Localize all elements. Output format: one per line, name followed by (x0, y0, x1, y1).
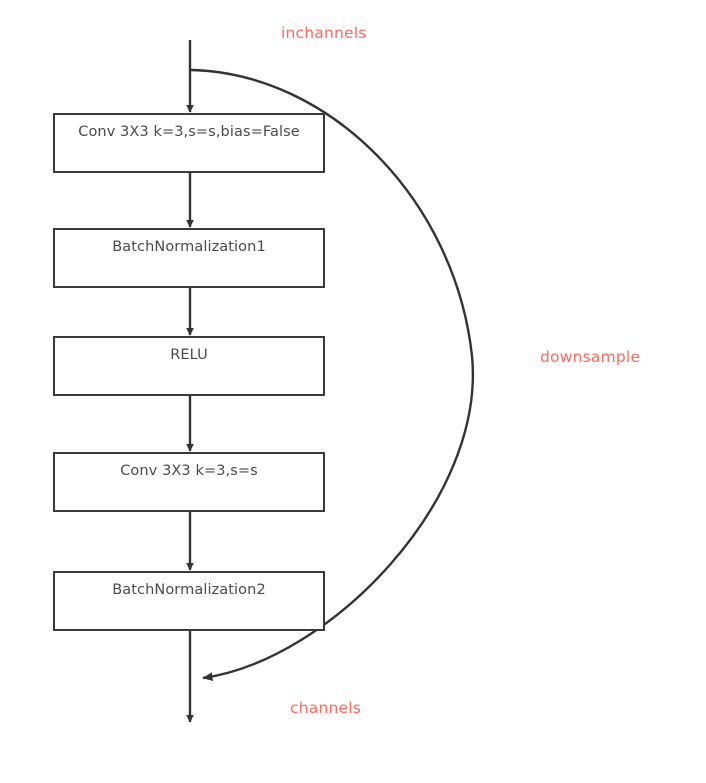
node-conv2[interactable]: Conv 3X3 k=3,s=s (53, 452, 325, 512)
node-batchnorm2-label: BatchNormalization2 (112, 582, 266, 598)
node-batchnorm2[interactable]: BatchNormalization2 (53, 571, 325, 631)
annotation-inchannels: inchannels (281, 24, 367, 42)
node-batchnorm1[interactable]: BatchNormalization1 (53, 228, 325, 288)
node-conv1-label: Conv 3X3 k=3,s=s,bias=False (78, 124, 300, 140)
node-conv2-label: Conv 3X3 k=3,s=s (120, 463, 258, 479)
annotation-downsample: downsample (540, 348, 641, 366)
node-batchnorm1-label: BatchNormalization1 (112, 239, 266, 255)
node-conv1[interactable]: Conv 3X3 k=3,s=s,bias=False (53, 113, 325, 173)
node-relu-label: RELU (170, 347, 208, 363)
annotation-channels: channels (290, 699, 362, 717)
node-relu[interactable]: RELU (53, 336, 325, 396)
